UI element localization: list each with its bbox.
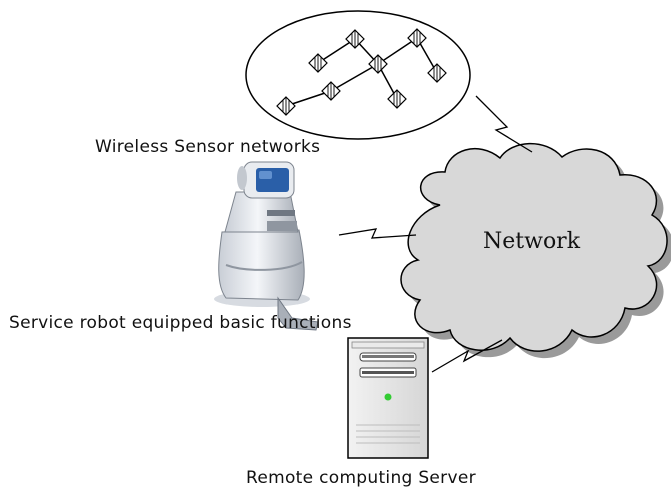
server-tower-icon <box>347 337 429 459</box>
server-led <box>384 393 392 401</box>
robot-label: Service robot equipped basic functions <box>9 313 352 333</box>
sensor-node-icon <box>276 96 296 116</box>
sensor-nodes <box>276 28 447 116</box>
link-robot-to-cloud <box>338 228 417 239</box>
cloud-body <box>400 142 668 352</box>
sensor-node-icon <box>427 63 447 83</box>
sensor-node-icon <box>407 28 427 48</box>
wireless-link-icon <box>338 95 533 373</box>
link-sensor-to-cloud <box>475 95 533 153</box>
sensor-node-icon <box>308 53 328 73</box>
server-label: Remote computing Server <box>246 468 476 488</box>
link-server-to-cloud <box>431 339 503 373</box>
sensor-node-icon <box>345 29 365 49</box>
sensor-node-icon <box>321 81 341 101</box>
sensor-node-icon <box>368 54 388 74</box>
sensor-network-label: Wireless Sensor networks <box>95 137 321 157</box>
network-label: Network <box>483 229 581 254</box>
cloud-icon <box>400 142 671 359</box>
sensor-node-icon <box>387 89 407 109</box>
service-robot-icon <box>214 161 319 331</box>
sensor-network-group <box>245 10 471 140</box>
